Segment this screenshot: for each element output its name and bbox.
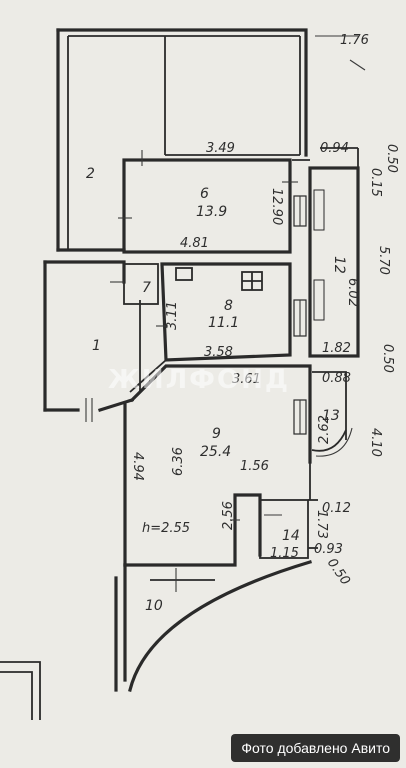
room-7-label: 7 <box>142 280 151 296</box>
walls <box>0 28 366 720</box>
dim-410: 4.10 <box>368 428 383 457</box>
dim-570: 5.70 <box>376 246 391 275</box>
dim-9-side: 6.36 <box>171 447 186 476</box>
room-12-group: 12 6.02 <box>331 256 360 307</box>
window-markers <box>85 189 325 435</box>
room-12-label: 12 <box>331 256 347 274</box>
dim-256: 2.56 <box>221 501 236 530</box>
dim-9-top: 3.61 <box>232 372 261 387</box>
dim-088: 0.88 <box>322 371 351 386</box>
dim-top-right: 1.76 <box>340 33 369 48</box>
dim-093: 0.93 <box>314 542 343 557</box>
dim-14-side: 1.73 <box>314 510 329 539</box>
dim-6-width: 4.81 <box>180 236 209 251</box>
dim-9-small: 1.56 <box>240 459 269 474</box>
room-6-label: 6 <box>200 186 209 202</box>
watermark: ЖИЛФОНД <box>108 365 290 395</box>
room-8-area: 11.1 <box>208 315 239 331</box>
dim-050a: 0.50 <box>384 144 399 173</box>
room-9-area: 25.4 <box>200 444 231 460</box>
room-1-label: 1 <box>92 338 101 354</box>
dim-14-width: 1.15 <box>270 546 299 561</box>
door-ticks <box>110 150 298 521</box>
dim-182: 1.82 <box>322 341 351 356</box>
dim-050b: 0.50 <box>380 344 395 373</box>
dim-012: 0.12 <box>322 501 351 516</box>
dim-13: 2.62 <box>317 415 332 444</box>
dim-6-top: 3.49 <box>206 141 235 156</box>
room-8-label: 8 <box>224 298 233 314</box>
room-9-label: 9 <box>212 426 221 442</box>
room-14-label: 14 <box>282 528 300 544</box>
room-6-area: 13.9 <box>196 204 227 220</box>
room-10-label: 10 <box>145 598 163 614</box>
dim-094: 0.94 <box>320 141 349 156</box>
dim-8-side: 3.11 <box>165 301 180 330</box>
avito-photo-badge: Фото добавлено Авито <box>231 734 400 762</box>
room-12-area: 6.02 <box>345 278 360 307</box>
room-13-label: 13 <box>322 408 340 424</box>
dim-6-side: 12.90 <box>269 188 284 225</box>
room-2-label: 2 <box>86 166 95 182</box>
dim-height: h=2.55 <box>142 521 190 536</box>
dim-015: 0.15 <box>368 168 383 197</box>
dim-8-width: 3.58 <box>204 345 233 360</box>
dim-9-side2: 4.94 <box>130 452 145 481</box>
